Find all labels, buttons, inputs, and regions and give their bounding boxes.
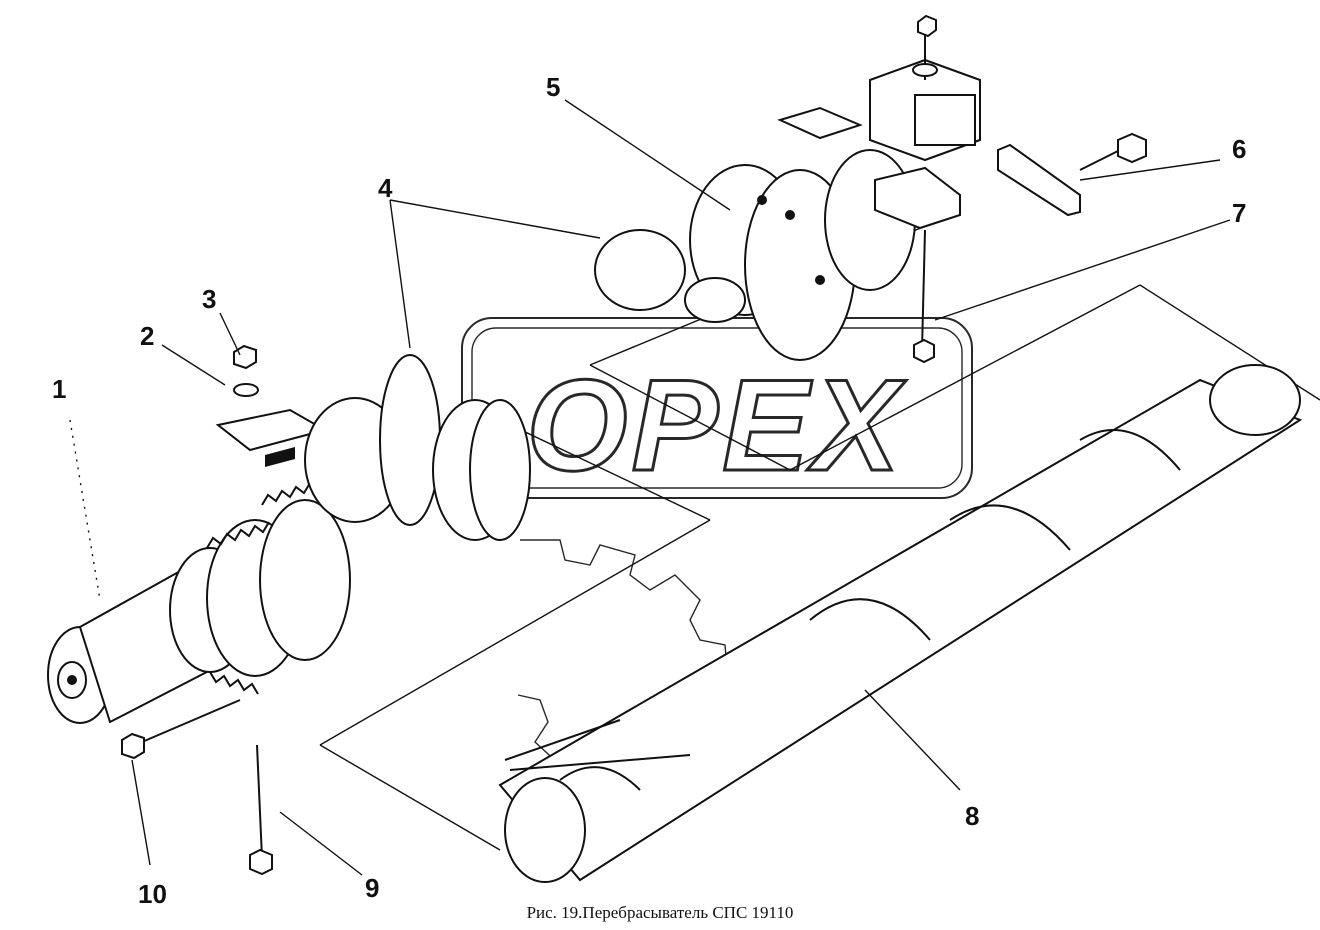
callout-5: 5 — [546, 72, 560, 102]
mounting-bracket — [869, 14, 981, 230]
callout-2: 2 — [140, 321, 154, 351]
callout-4: 4 — [378, 173, 393, 203]
callout-7: 7 — [1232, 198, 1246, 228]
callout-1: 1 — [52, 374, 66, 404]
part-6-plate-screw — [997, 132, 1147, 217]
callout-9: 9 — [365, 873, 379, 903]
part-3-nut-washer — [233, 344, 259, 397]
callout-8: 8 — [965, 801, 979, 831]
part-1-sprocket-hub — [47, 482, 351, 724]
leader-lines — [69, 99, 1231, 876]
part-4-flange-discs — [304, 229, 686, 541]
assembly-axis-lines — [319, 219, 1320, 851]
watermark-logo: OPEX — [461, 317, 973, 783]
part-10-bolt — [121, 699, 241, 760]
callout-6: 6 — [1232, 134, 1246, 164]
part-8-auger-shaft — [498, 364, 1303, 883]
part-9-long-bolt — [249, 744, 273, 876]
part-5-right-hub-flange — [684, 106, 916, 361]
callout-labels: 1 2 3 4 5 6 7 8 9 10 — [52, 72, 1246, 909]
watermark-text: OPEX — [526, 352, 907, 498]
callout-10: 10 — [138, 879, 167, 909]
callout-3: 3 — [202, 284, 216, 314]
figure-caption: Рис. 19.Перебрасыватель СПС 19110 — [526, 903, 794, 922]
part-7-vertical-bolt — [913, 229, 935, 364]
